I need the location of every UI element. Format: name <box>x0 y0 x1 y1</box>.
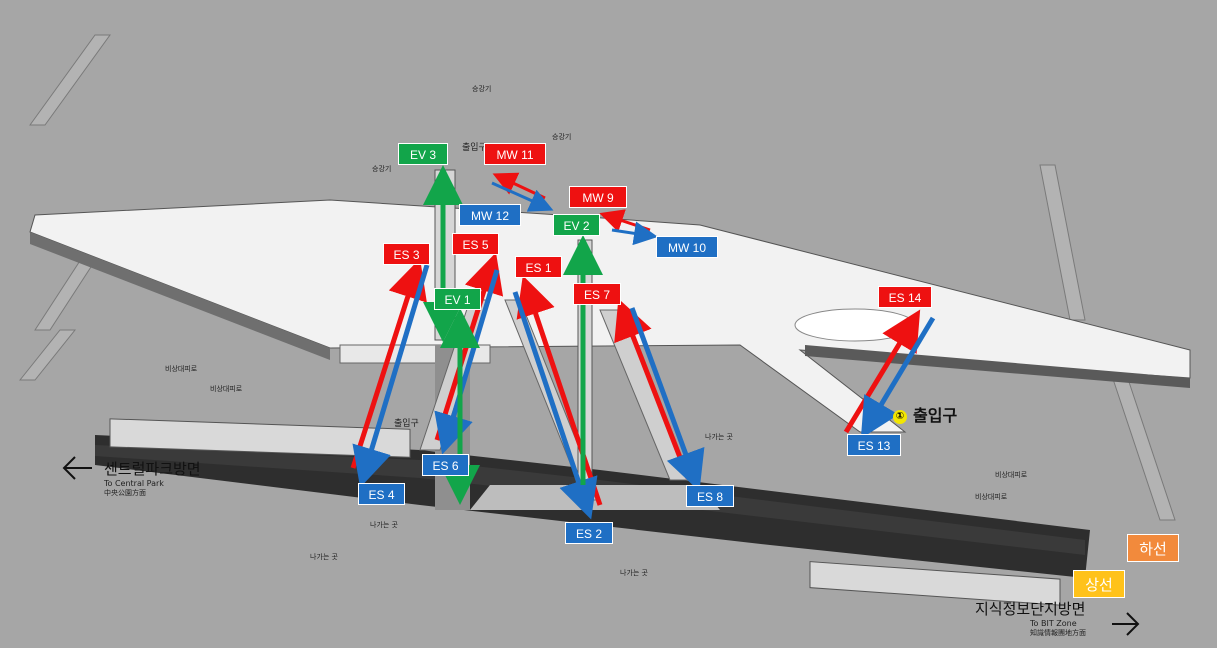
direction-west-ko: 센트럴파크방면 <box>104 460 201 478</box>
arrow-mw10 <box>611 221 658 246</box>
tag-es4[interactable]: ES 4 <box>358 483 405 505</box>
arrow-es4-down <box>352 264 430 488</box>
tag-mw12[interactable]: MW 12 <box>459 204 521 226</box>
arrow-es8-down <box>629 307 705 492</box>
tag-es7[interactable]: ES 7 <box>573 283 621 305</box>
direction-arrows <box>62 456 1140 636</box>
west-arrow-icon <box>62 456 92 480</box>
direction-east: 지식정보단지방면 To BIT Zone 知識情報團地方面 <box>975 598 1086 638</box>
tag-es2[interactable]: ES 2 <box>565 522 613 544</box>
label-emergency-exit-right: 비상대피로 <box>995 471 1028 479</box>
label-elevator-3: 승강기 <box>552 133 572 141</box>
tag-ev3[interactable]: EV 3 <box>398 143 448 165</box>
arrow-es2-down <box>512 291 598 520</box>
east-arrow-icon <box>1112 612 1140 636</box>
tag-es14[interactable]: ES 14 <box>878 286 932 308</box>
tag-es6[interactable]: ES 6 <box>422 454 469 476</box>
tag-es5[interactable]: ES 5 <box>452 233 499 255</box>
label-exit-way-3: 나가는 곳 <box>620 569 648 577</box>
direction-west-zh: 中央公園方面 <box>104 489 146 497</box>
label-exit-way-4: 나가는 곳 <box>705 433 733 441</box>
arrow-es14-up <box>843 309 921 434</box>
direction-east-ko: 지식정보단지방면 <box>975 600 1086 618</box>
label-elevator-1: 승강기 <box>472 85 492 93</box>
exit-label[interactable]: ① 출입구 <box>893 402 957 426</box>
tag-es1[interactable]: ES 1 <box>515 256 562 278</box>
direction-west-en: To Central Park <box>104 479 164 488</box>
label-exit-way-1: 나가는 곳 <box>370 521 398 529</box>
direction-east-en: To BIT Zone <box>1030 619 1077 628</box>
tag-es13[interactable]: ES 13 <box>847 434 901 456</box>
label-ticket-gate-top: 출입구 <box>462 143 487 153</box>
arrow-es13-down <box>860 316 936 439</box>
tag-mw9[interactable]: MW 9 <box>569 186 627 208</box>
tag-mw10[interactable]: MW 10 <box>656 236 718 258</box>
tag-mw11[interactable]: MW 11 <box>484 143 546 165</box>
label-exit-way-2: 나가는 곳 <box>310 553 338 561</box>
label-elevator-2: 승강기 <box>372 165 392 173</box>
label-emergency-exit-left-2: 비상대피로 <box>210 385 243 393</box>
exit-text: 출입구 <box>913 406 958 425</box>
direction-west: 센트럴파크방면 To Central Park 中央公園方面 <box>104 458 201 498</box>
left-emergency-stairs <box>18 34 116 381</box>
tag-es3[interactable]: ES 3 <box>383 243 430 265</box>
arrow-es3-up <box>350 258 427 469</box>
label-emergency-exit-right-2: 비상대피로 <box>975 493 1008 501</box>
arrow-es1-up <box>516 275 603 506</box>
arrow-mw12 <box>491 181 554 212</box>
label-emergency-exit-left: 비상대피로 <box>165 365 198 373</box>
tag-down-track[interactable]: 하선 <box>1127 534 1179 562</box>
tag-ev1[interactable]: EV 1 <box>434 288 481 310</box>
direction-east-zh: 知識情報團地方面 <box>1030 629 1086 637</box>
exit-number-icon: ① <box>893 409 907 424</box>
label-ticket-gate: 출입구 <box>394 419 419 429</box>
tag-es8[interactable]: ES 8 <box>686 485 734 507</box>
tag-up-track[interactable]: 상선 <box>1073 570 1125 598</box>
tag-ev2[interactable]: EV 2 <box>553 214 600 236</box>
